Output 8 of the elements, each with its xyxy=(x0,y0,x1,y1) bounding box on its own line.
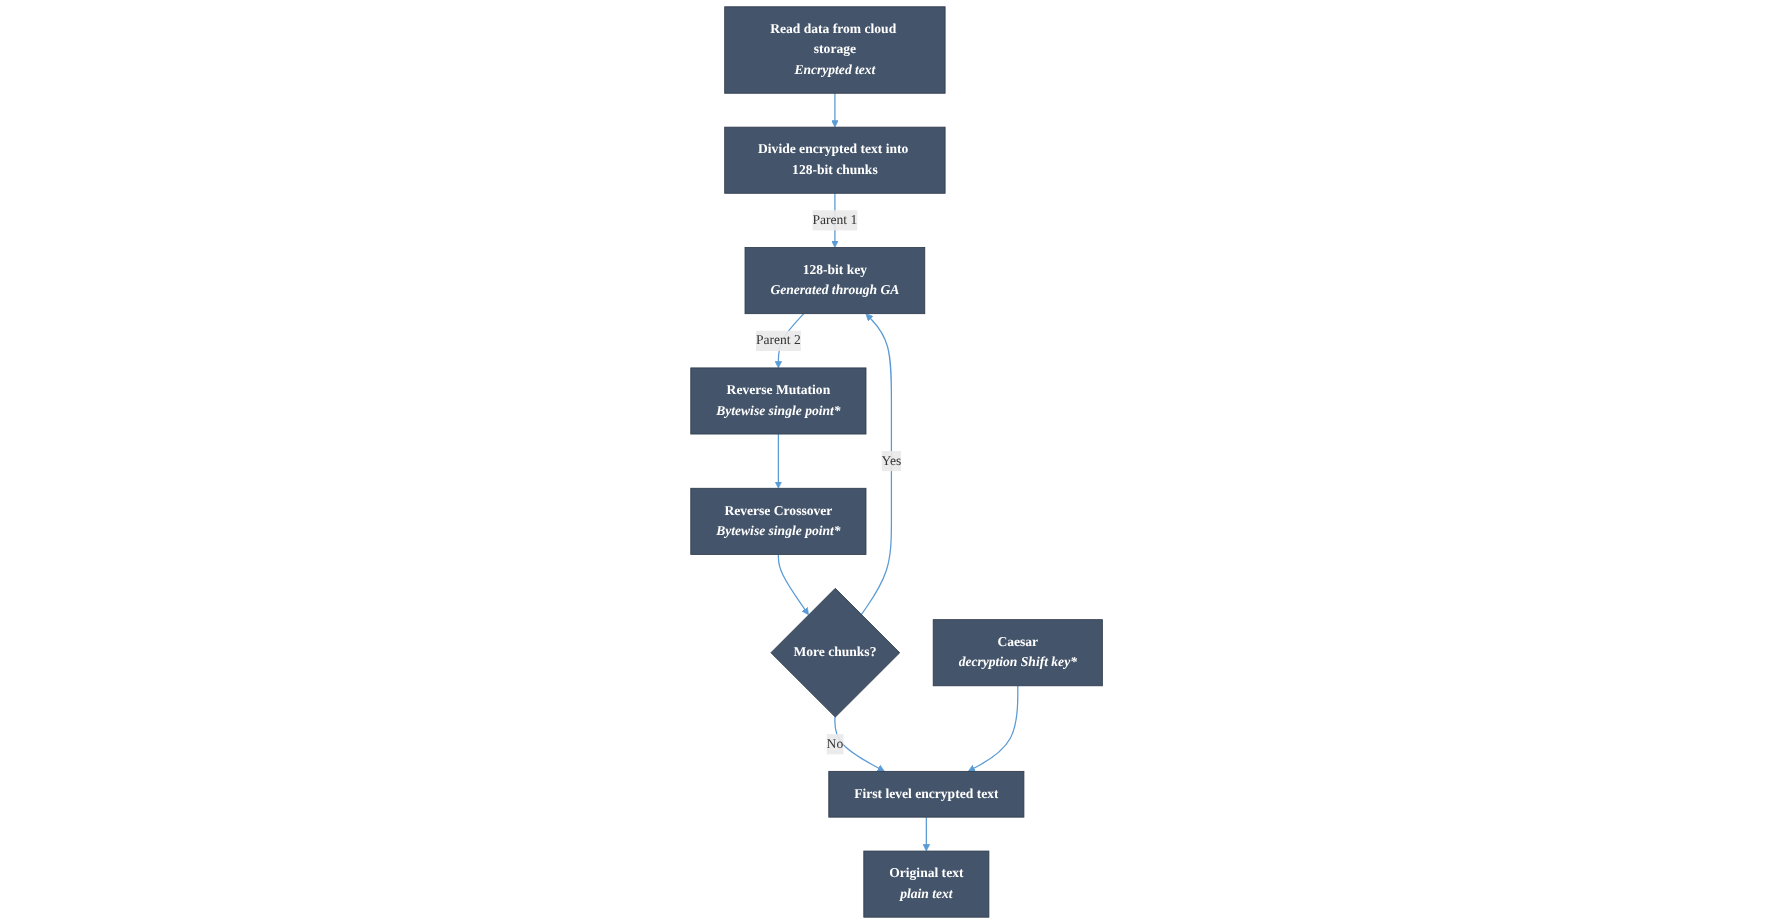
arrow xyxy=(860,313,892,616)
arrow xyxy=(922,816,930,852)
arrow xyxy=(833,716,885,772)
arrow xyxy=(774,433,782,489)
arrow xyxy=(830,92,839,128)
arrow xyxy=(777,553,809,616)
arrow xyxy=(774,313,804,369)
arrow xyxy=(967,685,1018,772)
